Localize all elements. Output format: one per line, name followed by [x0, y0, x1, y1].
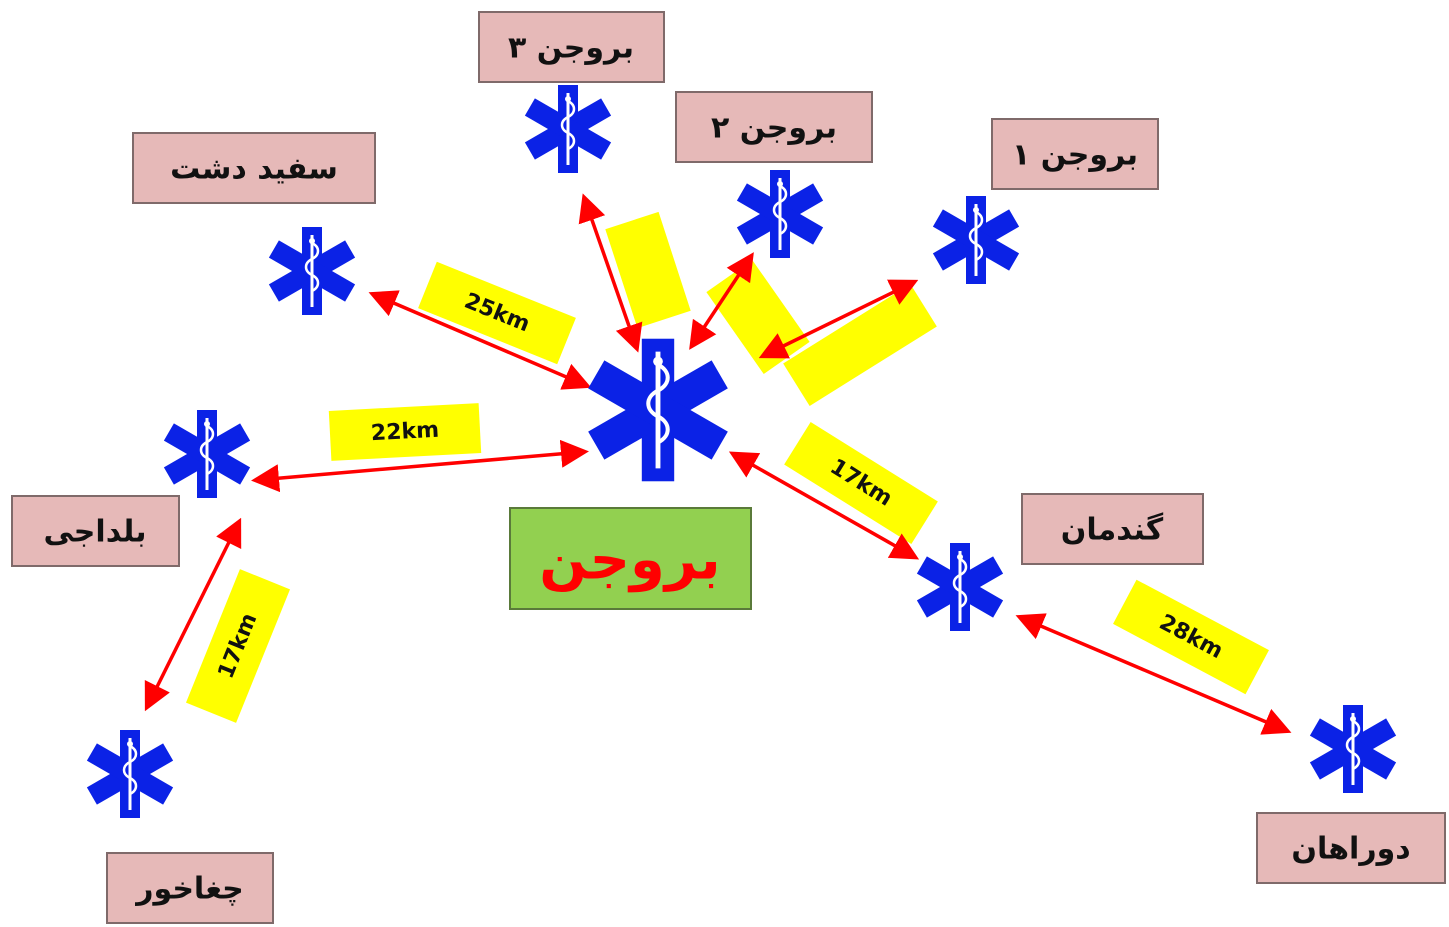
center-label-boroujen: بروجن	[509, 507, 752, 610]
distance-box-boroujen-1	[783, 284, 937, 406]
arrow-choghakhor	[144, 517, 242, 712]
station-name: بروجن ۲	[711, 111, 837, 146]
station-label-boldaji: بلداجی	[11, 495, 180, 567]
arrow-sefid-dasht	[368, 290, 592, 390]
station-label-boroujen-3: بروجن ۳	[478, 11, 665, 83]
star-of-life-icon	[267, 225, 357, 317]
station-label-boroujen-2: بروجن ۲	[675, 91, 873, 163]
star-of-life-icon	[588, 339, 728, 482]
arrow-gandoman	[728, 451, 920, 560]
star-of-life-icon	[85, 728, 175, 820]
station-name: چغاخور	[134, 872, 244, 907]
station-label-gandoman: گندمان	[1021, 493, 1204, 565]
star-of-life-icon	[523, 83, 613, 175]
station-name: بروجن ۱	[1012, 138, 1138, 173]
star-of-life-icon	[1308, 703, 1398, 795]
distance-box-boroujen-3	[605, 211, 691, 329]
distance-box-boldaji: 22km	[328, 403, 482, 461]
station-name: دوراهان	[1291, 832, 1410, 867]
arrow-boroujen-3	[578, 193, 643, 353]
station-label-sefid-dasht: سفید دشت	[132, 132, 376, 204]
distance-label-boldaji: 22km	[370, 418, 439, 447]
station-name: سفید دشت	[170, 152, 338, 187]
arrow-boroujen-2	[689, 252, 754, 350]
star-of-life-icon	[162, 408, 252, 500]
station-label-choghakhor: چغاخور	[106, 852, 274, 924]
station-label-boroujen-1: بروجن ۱	[991, 118, 1159, 190]
arrow-dorahan	[1015, 613, 1292, 735]
station-label-dorahan: دوراهان	[1256, 812, 1446, 884]
arrow-boldaji	[251, 439, 589, 493]
distance-box-dorahan: 28km	[1113, 579, 1269, 695]
distance-box-choghakhor: 17km	[185, 569, 291, 723]
star-of-life-icon	[915, 541, 1005, 633]
star-of-life-icon	[931, 194, 1021, 286]
arrow-boroujen-1	[758, 279, 919, 359]
station-name: بروجن ۳	[508, 31, 634, 66]
star-of-life-icon	[735, 168, 825, 260]
station-name: بلداجی	[43, 515, 146, 550]
center-name: بروجن	[539, 528, 720, 593]
station-name: گندمان	[1061, 512, 1164, 548]
